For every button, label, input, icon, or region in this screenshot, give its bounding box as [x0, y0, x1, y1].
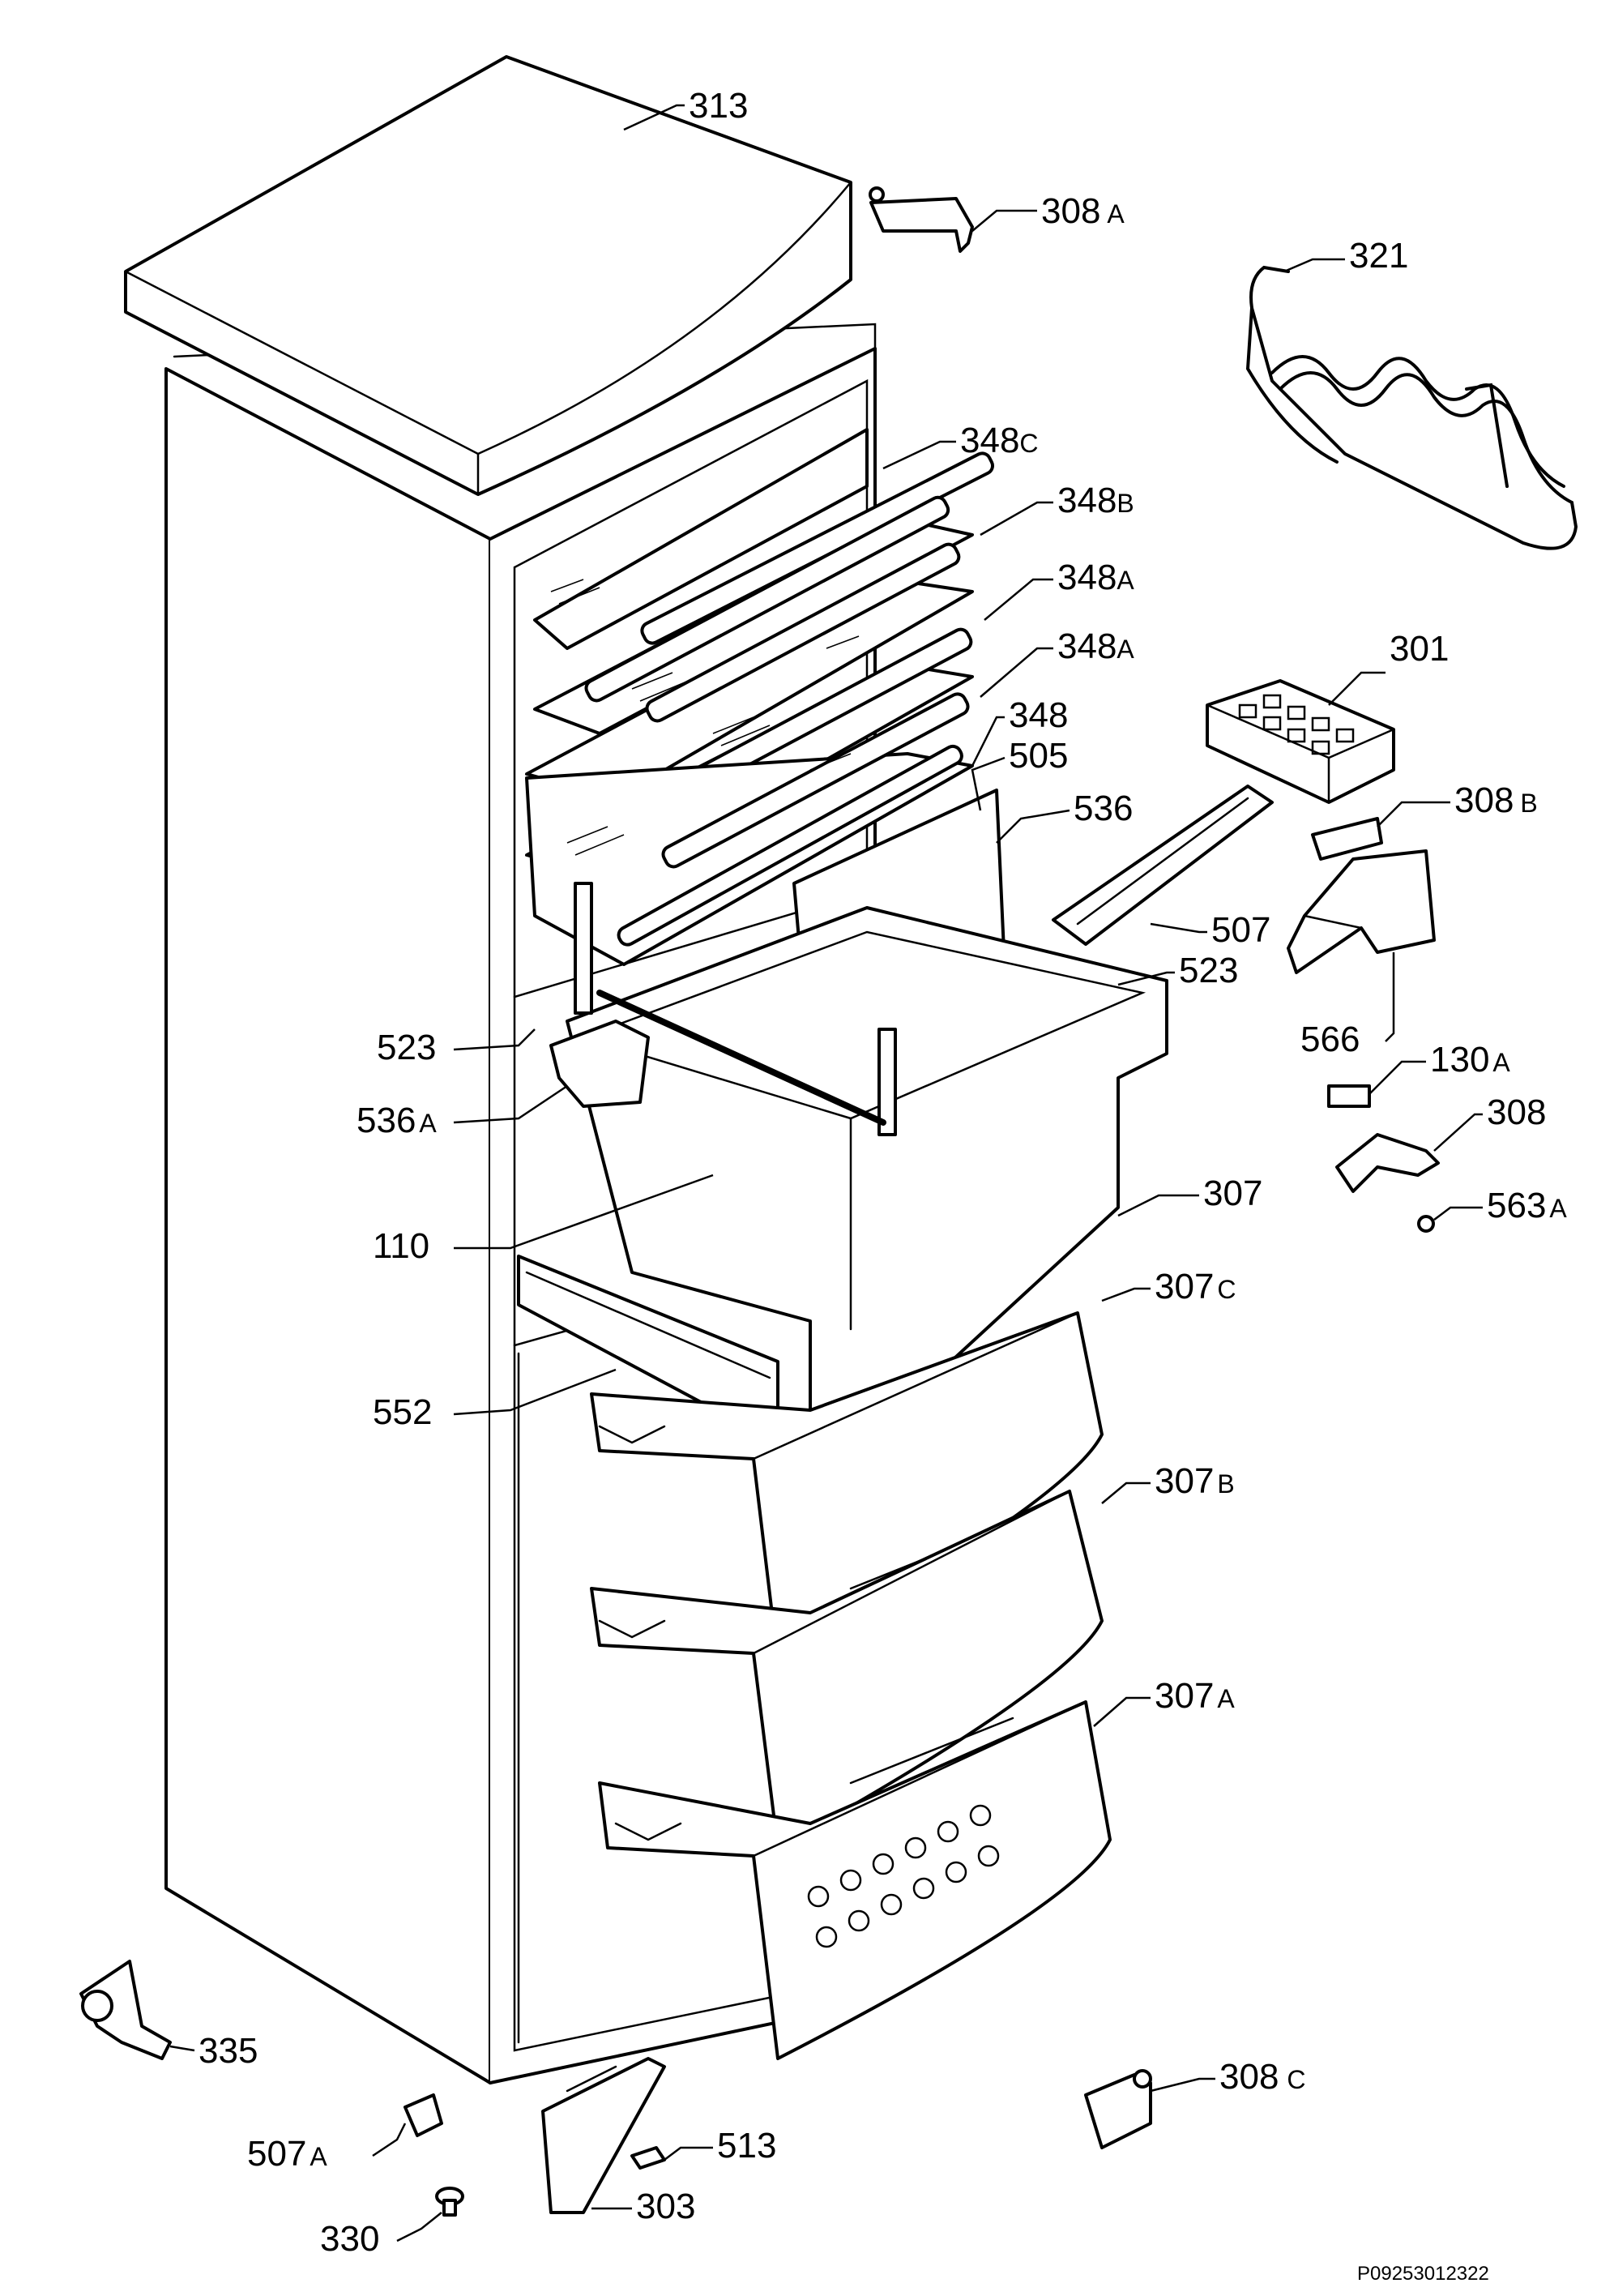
callout-110: 110	[373, 1226, 429, 1266]
callout-513: 513	[717, 2126, 776, 2166]
callout-348C: 348C	[960, 421, 1039, 460]
callout-523-right: 523	[1179, 951, 1238, 990]
bottle-rack	[1245, 265, 1578, 550]
ice-tray	[1206, 679, 1395, 804]
basket-307	[549, 882, 1168, 1412]
callout-313: 313	[689, 86, 748, 126]
callout-348A-2: 348A	[1057, 626, 1134, 666]
callout-348B: 348B	[1057, 481, 1134, 520]
callout-301: 301	[1390, 629, 1449, 669]
callout-566: 566	[1300, 1020, 1360, 1059]
top-cover	[124, 55, 852, 496]
screw-330	[435, 2187, 464, 2217]
hinge-308B	[1311, 817, 1383, 861]
hinge-308A	[869, 186, 974, 253]
plate-130A	[1327, 1084, 1371, 1108]
kickplate-303	[541, 2057, 666, 2214]
hinge-308C	[1084, 2069, 1152, 2149]
clip-507A	[404, 2093, 443, 2137]
callout-308: 308	[1487, 1092, 1546, 1132]
callout-303: 303	[636, 2187, 695, 2226]
drawer-307A	[598, 1700, 1112, 2060]
ice-scraper-566	[1287, 849, 1436, 974]
callout-536: 536	[1074, 789, 1133, 828]
cap-563A	[1417, 1215, 1435, 1233]
callout-330: 330	[320, 2219, 379, 2259]
glass-shelves	[525, 428, 994, 966]
callout-335: 335	[199, 2031, 258, 2071]
clip-513	[630, 2146, 666, 2170]
callout-321: 321	[1349, 236, 1408, 276]
callout-348: 348	[1009, 695, 1068, 735]
foot-335	[79, 1960, 172, 2060]
callout-507: 507	[1211, 910, 1270, 950]
callout-348A-1: 348A	[1057, 558, 1134, 597]
leader-lines	[169, 104, 1483, 2243]
callout-552: 552	[373, 1392, 432, 1432]
callout-505: 505	[1009, 736, 1068, 776]
hinge-308	[1335, 1133, 1440, 1193]
callout-523-left: 523	[377, 1028, 436, 1067]
callout-307: 307	[1203, 1174, 1262, 1213]
reference-code: P09253012322	[1357, 2263, 1489, 2285]
cover-507	[1052, 785, 1274, 946]
